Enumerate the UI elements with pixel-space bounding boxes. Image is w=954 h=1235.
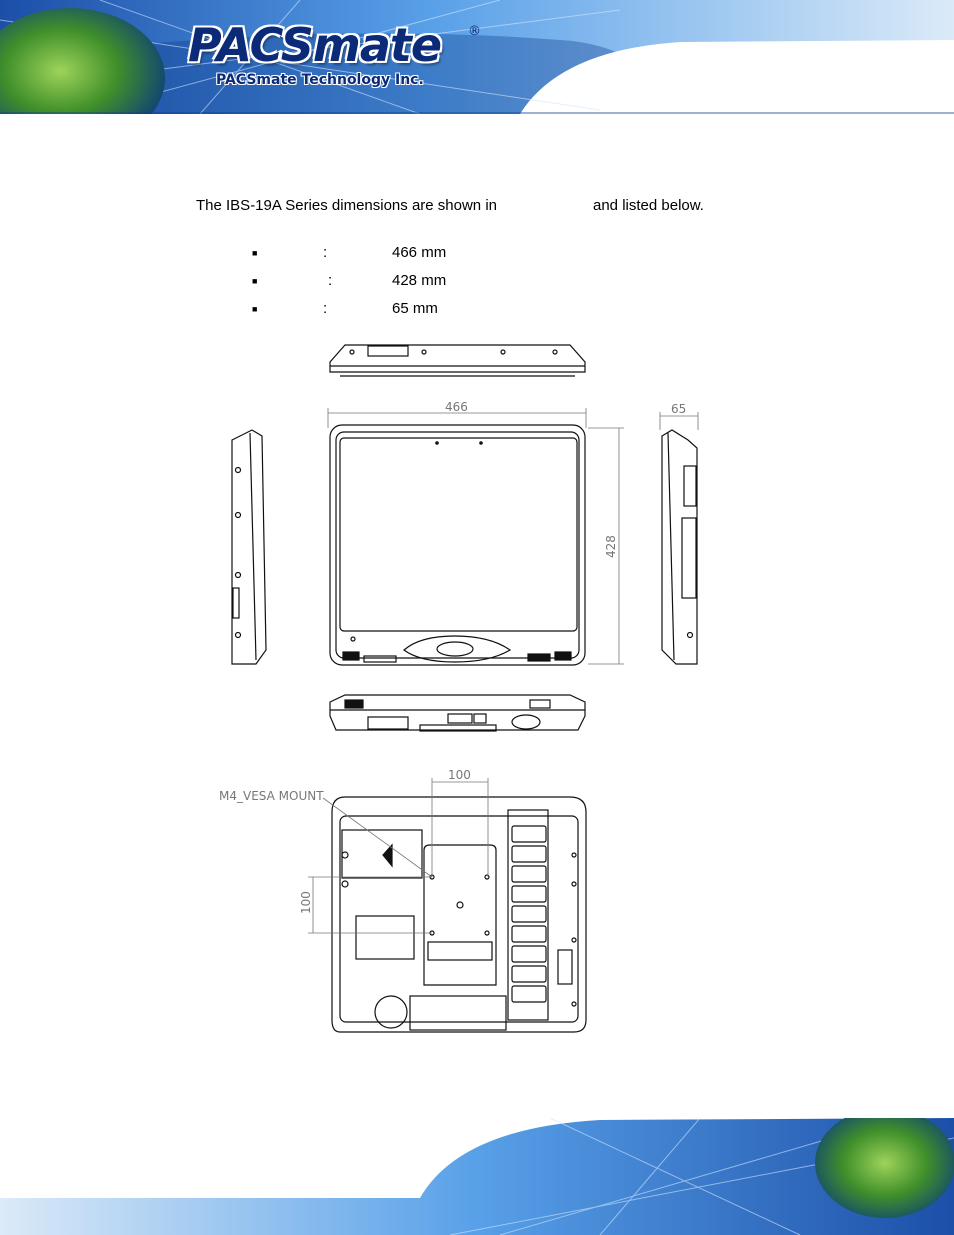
depth-dimension-label: 65 <box>671 402 686 416</box>
spec-separator: : <box>323 244 328 261</box>
spec-separator: : <box>323 300 328 317</box>
vesa-horizontal-spacing-label: 100 <box>448 768 471 782</box>
bullet-icon: ■ <box>252 276 258 286</box>
height-dimension-label: 428 <box>604 535 618 558</box>
rear-view-drawing <box>331 796 587 1033</box>
brand-logo: PACSmate <box>188 18 442 72</box>
depth-dimension-line <box>659 412 699 430</box>
top-view-drawing <box>329 344 586 377</box>
spec-value: 466 mm <box>392 244 447 261</box>
bullet-icon: ■ <box>252 248 258 258</box>
width-dimension-line <box>327 408 587 428</box>
footer-banner <box>0 1118 954 1235</box>
intro-text-start: The IBS-19A Series dimensions are shown … <box>196 197 497 214</box>
globe-image <box>815 1118 954 1218</box>
height-dimension-line <box>588 427 624 665</box>
registered-mark: ® <box>468 24 481 39</box>
front-view-drawing <box>329 424 586 666</box>
vesa-mount-label: M4_VESA MOUNT <box>219 789 324 803</box>
bullet-icon: ■ <box>252 304 258 314</box>
right-side-view-drawing <box>661 429 698 665</box>
intro-text-end: and listed below. <box>593 197 704 214</box>
company-name: PACSmate Technology Inc. <box>216 72 424 88</box>
left-side-view-drawing <box>231 429 267 665</box>
spec-value: 428 mm <box>392 272 447 289</box>
dimension-drawings: 466 428 65 <box>219 344 699 1033</box>
bottom-view-drawing <box>329 694 586 732</box>
globe-image <box>0 8 165 114</box>
header-banner <box>0 0 954 114</box>
spec-value: 65 mm <box>392 300 438 317</box>
spec-separator: : <box>328 272 333 289</box>
width-dimension-label: 466 <box>445 400 468 414</box>
vesa-dimension-lines <box>308 778 489 934</box>
vesa-vertical-spacing-label: 100 <box>299 891 313 914</box>
